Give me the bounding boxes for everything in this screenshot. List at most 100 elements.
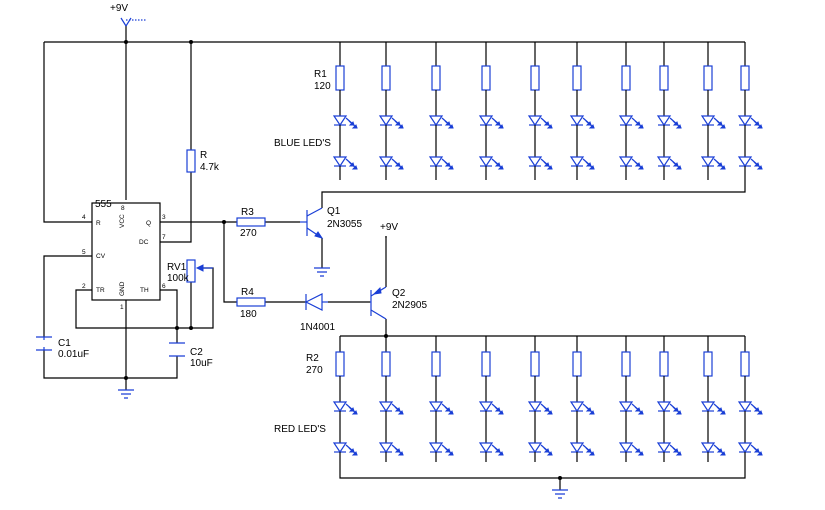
resistor bbox=[381, 351, 391, 377]
svg-text:C2: C2 bbox=[190, 347, 203, 358]
svg-text:10uF: 10uF bbox=[190, 358, 213, 369]
supply-q2: +9V bbox=[380, 222, 398, 238]
led bbox=[332, 401, 358, 415]
svg-text:VCC: VCC bbox=[119, 214, 126, 228]
svg-text:TH: TH bbox=[140, 287, 149, 294]
blue-leds-label: BLUE LED'S bbox=[274, 138, 331, 149]
svg-text:4.7k: 4.7k bbox=[200, 162, 220, 173]
led bbox=[737, 442, 763, 456]
svg-text:R4: R4 bbox=[241, 287, 254, 298]
svg-text:TR: TR bbox=[96, 287, 105, 294]
led bbox=[527, 401, 553, 415]
svg-text:5: 5 bbox=[82, 249, 86, 256]
resistor bbox=[703, 65, 713, 91]
svg-text:2N2905: 2N2905 bbox=[392, 300, 427, 311]
svg-text:180: 180 bbox=[240, 309, 257, 320]
svg-text:DC: DC bbox=[139, 239, 149, 246]
ic-name: 555 bbox=[95, 199, 112, 210]
resistor bbox=[381, 65, 391, 91]
led-string bbox=[478, 42, 504, 180]
led bbox=[700, 115, 726, 129]
led bbox=[656, 442, 682, 456]
resistor bbox=[572, 351, 582, 377]
resistor bbox=[335, 65, 345, 91]
led-string bbox=[737, 336, 763, 462]
led-string bbox=[569, 336, 595, 462]
svg-text:C1: C1 bbox=[58, 338, 71, 349]
red-leds-label: RED LED'S bbox=[274, 424, 326, 435]
led-string bbox=[618, 42, 644, 180]
diode-1n4001: 1N4001 bbox=[300, 293, 335, 333]
ic-555: 555 4 8 3 7 5 2 6 1 R VCC Q DC CV TR GND… bbox=[82, 199, 166, 311]
svg-text:Q2: Q2 bbox=[392, 288, 406, 299]
resistor bbox=[431, 351, 441, 377]
resistor bbox=[530, 351, 540, 377]
resistor bbox=[335, 351, 345, 377]
led bbox=[332, 156, 358, 170]
svg-text:R3: R3 bbox=[241, 207, 254, 218]
resistor bbox=[703, 351, 713, 377]
resistor bbox=[481, 65, 491, 91]
supply-q2-label: +9V bbox=[380, 222, 398, 233]
svg-text:0.01uF: 0.01uF bbox=[58, 349, 89, 360]
r2-ref: R2 bbox=[306, 353, 319, 364]
led bbox=[478, 156, 504, 170]
resistor bbox=[659, 351, 669, 377]
resistor bbox=[659, 65, 669, 91]
led-string bbox=[478, 336, 504, 462]
led bbox=[700, 442, 726, 456]
led bbox=[618, 115, 644, 129]
svg-text:GND: GND bbox=[119, 281, 126, 296]
led bbox=[428, 401, 454, 415]
led bbox=[428, 156, 454, 170]
led bbox=[478, 115, 504, 129]
resistor bbox=[621, 351, 631, 377]
led bbox=[569, 401, 595, 415]
wires bbox=[43, 41, 746, 490]
led bbox=[428, 442, 454, 456]
led-string bbox=[569, 42, 595, 180]
svg-text:270: 270 bbox=[240, 228, 257, 239]
led-string bbox=[527, 336, 553, 462]
svg-text:1N4001: 1N4001 bbox=[300, 322, 335, 333]
led bbox=[378, 401, 404, 415]
svg-text:7: 7 bbox=[162, 234, 166, 241]
led bbox=[478, 401, 504, 415]
led bbox=[737, 115, 763, 129]
led bbox=[618, 401, 644, 415]
resistor bbox=[740, 351, 750, 377]
led bbox=[737, 156, 763, 170]
led bbox=[478, 442, 504, 456]
resistor bbox=[481, 351, 491, 377]
led-string bbox=[527, 42, 553, 180]
red-led-array bbox=[332, 336, 763, 462]
resistor-r3: R3 270 bbox=[236, 207, 266, 239]
transistor-q1: Q1 2N3055 bbox=[300, 206, 362, 239]
led bbox=[700, 401, 726, 415]
ground-symbol-leds bbox=[552, 489, 568, 499]
led-string bbox=[656, 336, 682, 462]
svg-text:1: 1 bbox=[120, 304, 124, 311]
led bbox=[656, 401, 682, 415]
svg-text:Q1: Q1 bbox=[327, 206, 341, 217]
led bbox=[527, 115, 553, 129]
svg-text:R: R bbox=[96, 220, 101, 227]
transistor-q2: Q2 2N2905 bbox=[370, 286, 427, 320]
led-string bbox=[700, 336, 726, 462]
led bbox=[618, 156, 644, 170]
led bbox=[569, 156, 595, 170]
led bbox=[656, 156, 682, 170]
led bbox=[569, 442, 595, 456]
supply-top-label: +9V bbox=[110, 3, 128, 14]
led-string bbox=[700, 42, 726, 180]
capacitor-c1: C1 0.01uF bbox=[36, 336, 89, 360]
led bbox=[332, 442, 358, 456]
led bbox=[428, 115, 454, 129]
r1-ref: R1 bbox=[314, 69, 327, 80]
potentiometer-rv1: RV1 100k bbox=[167, 259, 213, 284]
led bbox=[618, 442, 644, 456]
svg-text:2: 2 bbox=[82, 283, 86, 290]
ground-symbol-q1 bbox=[314, 267, 330, 277]
svg-text:Q: Q bbox=[146, 220, 151, 227]
